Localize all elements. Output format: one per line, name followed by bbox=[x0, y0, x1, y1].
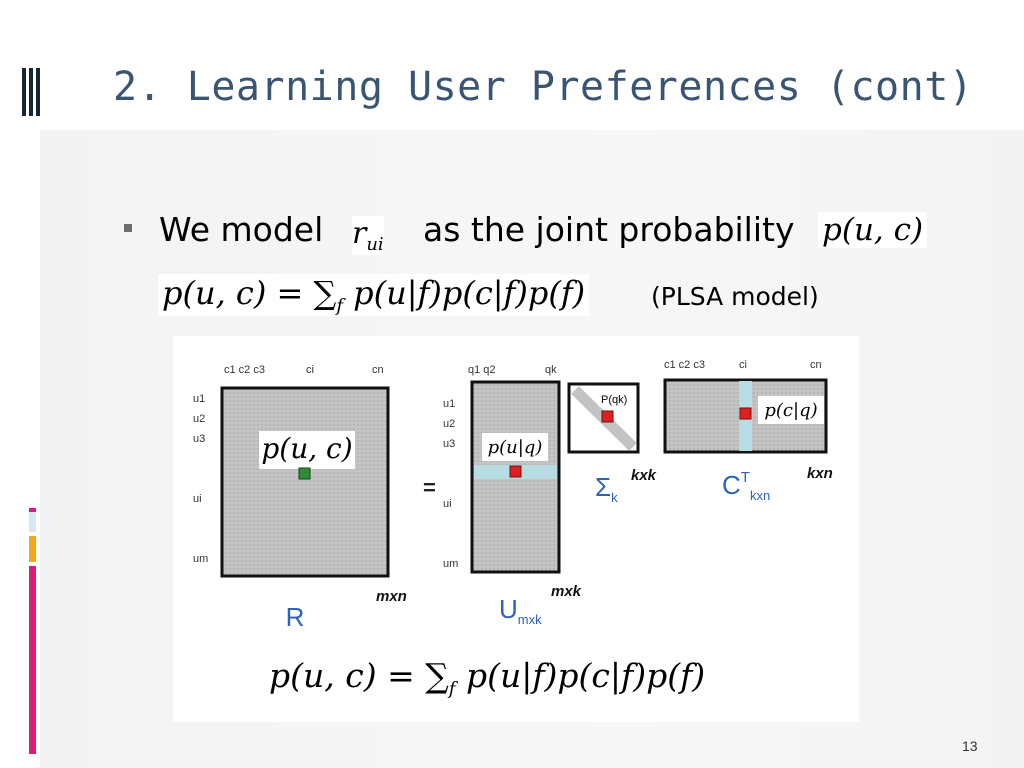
U-cell-label-bg bbox=[482, 433, 548, 461]
U-row-u1: u1 bbox=[443, 398, 455, 410]
U-name: Umxk bbox=[499, 594, 542, 627]
matrix-CT: c1 c2 c3 ci cn p(c|q) CTkxn kxn bbox=[663, 359, 833, 503]
figure-formula-lhs: p(u, c) = ∑ bbox=[269, 656, 449, 695]
accent-bar-magenta bbox=[29, 566, 36, 754]
equals-sign: = bbox=[423, 475, 436, 500]
plsa-formula-sum-index: f bbox=[336, 295, 343, 317]
matrix-R: c1 c2 c3 ci cn u1 u2 u3 ui um p(u, c) R … bbox=[193, 364, 407, 632]
R-row-u3: u3 bbox=[193, 433, 205, 445]
bullet-text-middle: as the joint probability bbox=[423, 210, 795, 249]
R-matrix-body bbox=[220, 386, 390, 578]
accent-bar-magenta-small bbox=[29, 508, 36, 512]
U-row-ui: ui bbox=[443, 498, 452, 510]
R-row-um: um bbox=[193, 553, 208, 565]
accent-bar-light-blue bbox=[29, 510, 36, 532]
CT-dims: kxn bbox=[807, 465, 833, 482]
U-col-label-qk: qk bbox=[545, 364, 557, 376]
R-col-label-ci: ci bbox=[306, 364, 314, 376]
Sigma-cell-label-bg bbox=[599, 393, 635, 407]
R-row-u1: u1 bbox=[193, 393, 205, 405]
figure-formula-sum-index: f bbox=[448, 678, 456, 700]
CT-name-letter: C bbox=[722, 470, 741, 500]
U-col-label-first: q1 q2 bbox=[468, 364, 496, 376]
U-name-sub: mxk bbox=[518, 612, 542, 627]
R-dims: mxn bbox=[376, 588, 407, 605]
U-dims: mxk bbox=[551, 583, 582, 600]
C-col-label-ci: ci bbox=[739, 359, 747, 371]
joint-probability: p(u, c) bbox=[818, 212, 928, 248]
Sigma-name-letter: Σ bbox=[595, 472, 611, 502]
matrix-U: q1 q2 qk u1 u2 u3 ui um p(u|q) Umxk mxk bbox=[443, 364, 582, 627]
plsa-formula-lhs: p(u, c) = ∑ bbox=[162, 274, 337, 312]
CT-name: CTkxn bbox=[722, 469, 770, 503]
Sigma-name-sub: k bbox=[611, 490, 618, 505]
C-col-label-first: c1 c2 c3 bbox=[664, 359, 705, 371]
U-row-u3: u3 bbox=[443, 438, 455, 450]
Sigma-name: Σk bbox=[595, 472, 618, 505]
U-row-u2: u2 bbox=[443, 418, 455, 430]
accent-bar-orange bbox=[29, 536, 36, 562]
rating-symbol: r bbox=[352, 216, 367, 251]
R-name: R bbox=[286, 602, 305, 632]
matrix-Sigma: P(qk) Σk kxk bbox=[567, 382, 657, 505]
rating-variable: rui bbox=[352, 216, 384, 255]
plsa-label: (PLSA model) bbox=[651, 282, 819, 311]
U-row-um: um bbox=[443, 558, 458, 570]
page-number: 13 bbox=[962, 738, 978, 754]
plsa-decomposition-figure: c1 c2 c3 ci cn u1 u2 u3 ui um p(u, c) R … bbox=[173, 336, 859, 722]
R-highlight-cell bbox=[298, 467, 311, 480]
C-col-label-cn: cn bbox=[810, 359, 822, 371]
Sigma-dims: kxk bbox=[631, 467, 657, 484]
CT-name-sup: T bbox=[741, 469, 750, 486]
plsa-formula: p(u, c) = ∑f p(u|f)p(c|f)p(f) bbox=[158, 274, 590, 317]
U-cell-label: p(u|q) bbox=[488, 437, 543, 458]
slide-theme-icon bbox=[22, 68, 40, 116]
Sigma-cell-label: P(qk) bbox=[601, 394, 627, 406]
R-row-ui: ui bbox=[193, 493, 202, 505]
figure-formula: p(u, c) = ∑f p(u|f)p(c|f)p(f) bbox=[269, 656, 705, 700]
Sigma-highlight-cell bbox=[601, 410, 614, 423]
CT-cell-label: p(c|q) bbox=[764, 400, 817, 421]
plsa-formula-rhs: p(u|f)p(c|f)p(f) bbox=[343, 274, 586, 312]
R-row-u2: u2 bbox=[193, 413, 205, 425]
bullet-marker bbox=[124, 224, 132, 232]
R-cell-label-bg bbox=[259, 431, 355, 469]
bullet-text-start: We model bbox=[159, 210, 324, 249]
CT-cell-label-bg bbox=[758, 396, 824, 424]
slide-title: 2. Learning User Preferences (cont) bbox=[113, 64, 974, 110]
U-highlight-cell bbox=[509, 465, 522, 478]
R-col-label-cn: cn bbox=[372, 364, 384, 376]
U-name-letter: U bbox=[499, 594, 518, 624]
CT-highlight-cell bbox=[739, 407, 752, 420]
matrix-diagram: c1 c2 c3 ci cn u1 u2 u3 ui um p(u, c) R … bbox=[193, 359, 833, 632]
CT-name-sub: kxn bbox=[750, 488, 770, 503]
R-col-label-first: c1 c2 c3 bbox=[224, 364, 265, 376]
figure-formula-rhs: p(u|f)p(c|f)p(f) bbox=[455, 656, 706, 695]
rating-subscript: ui bbox=[366, 234, 384, 255]
R-cell-label: p(u, c) bbox=[261, 432, 352, 465]
